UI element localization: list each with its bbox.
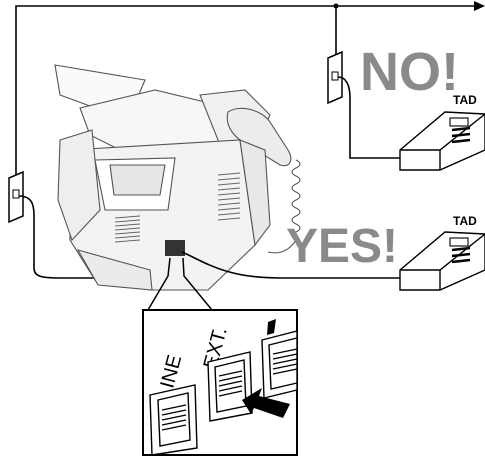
ext-jack-icon bbox=[208, 352, 252, 421]
answering-machine-icon bbox=[400, 112, 485, 170]
wrong-label: NO! bbox=[360, 42, 459, 102]
junction-dot bbox=[334, 4, 339, 9]
fax-rear-ports bbox=[165, 240, 185, 256]
tad-label-top: TAD bbox=[453, 93, 477, 107]
line-jack-icon bbox=[150, 385, 197, 455]
fax-machine bbox=[55, 65, 291, 290]
right-label: YES! bbox=[286, 220, 398, 273]
handset-jack-icon bbox=[262, 331, 297, 398]
tad-label-bottom: TAD bbox=[453, 214, 477, 228]
answering-machine-icon bbox=[400, 232, 485, 290]
line-arrowhead-icon bbox=[474, 1, 485, 11]
wall-jack-icon bbox=[9, 172, 23, 222]
